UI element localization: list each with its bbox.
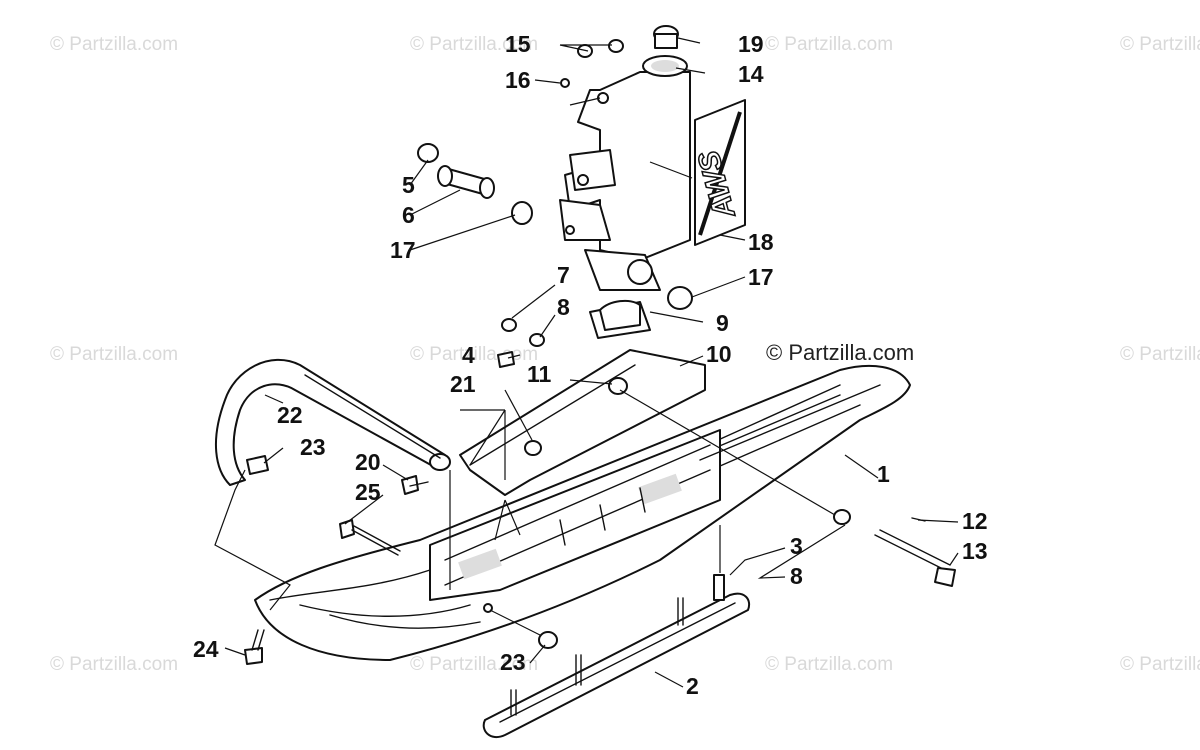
watermark: © Partzilla.com [410,654,538,675]
callout-23b: 23 [500,649,526,675]
callout-21: 21 [450,371,476,397]
callout-2: 2 [686,673,699,699]
callout-17b: 17 [748,264,774,290]
callout-9: 9 [716,310,729,336]
leader-lines [214,37,959,688]
watermark: © Partzilla.com [410,34,538,55]
callout-24: 24 [193,636,219,662]
callout-17: 17 [390,237,416,263]
callout-1: 1 [877,461,890,487]
wear-bar-part [482,574,750,739]
callout-20: 20 [355,449,381,475]
decal-part: AWS [691,99,746,246]
callout-3: 3 [790,533,803,559]
callout-12: 12 [962,508,988,534]
partzilla-watermark: © Partzilla.com [766,340,914,365]
callout-22: 22 [277,402,303,428]
watermark: © Partzilla.com [765,654,893,675]
watermark: © Partzilla.com [1120,34,1200,55]
callout-19: 19 [738,31,764,57]
callout-8: 8 [557,294,570,320]
callout-11: 11 [527,361,552,387]
callout-4: 4 [462,342,475,368]
watermark: © Partzilla.com [50,654,178,675]
watermark: © Partzilla.com [1120,654,1200,675]
callout-5: 5 [402,172,415,198]
callout-labels: 1 2 3 4 5 6 7 8 8 9 10 11 12 13 14 15 16… [193,31,988,699]
callout-10: 10 [706,341,732,367]
callout-14: 14 [738,61,764,87]
callout-23: 23 [300,434,326,460]
callout-7: 7 [557,262,570,288]
watermark: © Partzilla.com [765,34,893,55]
callout-18: 18 [748,229,774,255]
watermark-layer: © Partzilla.com © Partzilla.com © Partzi… [50,34,1200,675]
watermark: © Partzilla.com [50,34,178,55]
callout-8b: 8 [790,563,803,589]
watermark: © Partzilla.com [50,344,178,365]
callout-6: 6 [402,202,415,228]
callout-15: 15 [505,31,531,57]
callout-16: 16 [505,67,531,93]
spindle-part [559,55,691,291]
callout-13: 13 [962,538,988,564]
callout-25: 25 [355,479,381,505]
ski-loop-part [214,359,451,486]
watermark: © Partzilla.com [1120,344,1200,365]
bushing-parts [417,143,693,310]
ski-part [254,364,911,661]
